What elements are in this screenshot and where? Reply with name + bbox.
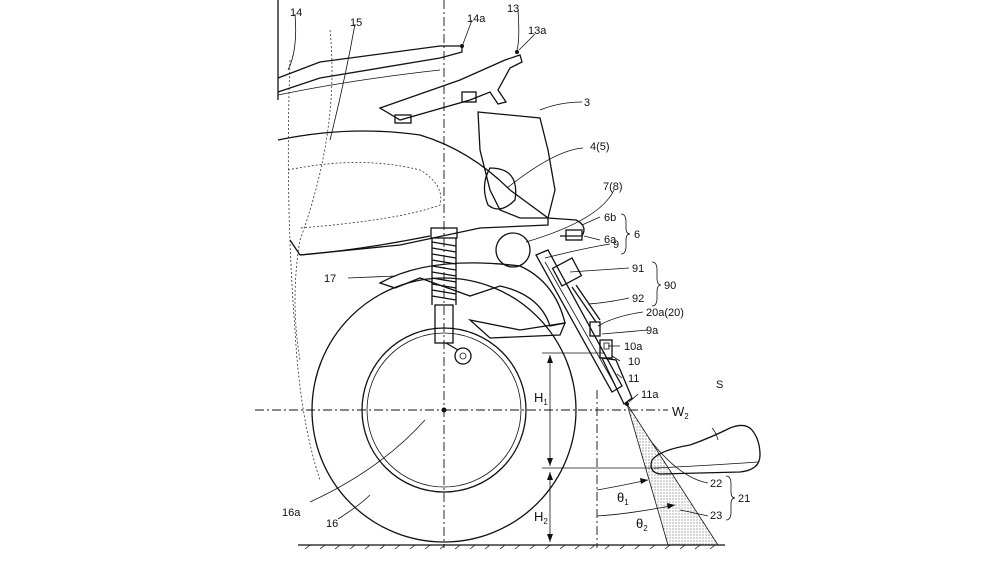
label-7-8: 7(8) <box>603 181 623 193</box>
label-14: 14 <box>290 7 302 19</box>
point-11a <box>625 402 629 406</box>
suspension-spring <box>431 228 471 364</box>
label-92: 92 <box>632 293 644 305</box>
point-13a <box>515 50 519 54</box>
bracket-92-edge <box>576 285 600 320</box>
fender-lower-bracket <box>470 320 565 338</box>
bracket-91 <box>553 258 582 286</box>
label-90: 90 <box>664 280 676 292</box>
h2-arrow-up <box>547 472 553 480</box>
label-13a: 13a <box>528 25 547 37</box>
turn-signal-6a <box>566 230 582 240</box>
label-17: 17 <box>324 273 336 285</box>
label-11a: 11a <box>641 389 659 401</box>
label-15: 15 <box>350 17 362 29</box>
body-cowl-lower <box>290 236 430 255</box>
label-16: 16 <box>326 518 338 530</box>
label-W2: W2 <box>672 404 689 421</box>
lamp-7-8 <box>496 233 530 267</box>
headlight-housing <box>478 112 555 218</box>
label-22: 22 <box>710 478 722 490</box>
h2-arrow-down <box>547 534 553 542</box>
h1-arrow-down <box>547 458 553 466</box>
point-14a <box>460 44 464 48</box>
label-6: 6 <box>634 229 640 241</box>
label-4-5: 4(5) <box>590 141 610 153</box>
brace-21 <box>726 476 735 520</box>
label-S: S <box>716 379 723 391</box>
fuel-tank-outline <box>288 163 441 229</box>
body-cowl-upper <box>278 131 548 255</box>
label-H2: H2 <box>534 509 548 526</box>
seat-top <box>278 46 462 92</box>
seat-lower-line <box>278 70 440 95</box>
theta1-arc <box>597 480 648 490</box>
leg-shield-curve-outer <box>288 60 320 480</box>
label-H1: H1 <box>534 390 548 407</box>
label-20a-20: 20a(20) <box>646 307 684 319</box>
label-21: 21 <box>738 493 750 505</box>
label-11: 11 <box>628 373 639 385</box>
axle-center-point <box>442 408 447 413</box>
brace-6 <box>621 214 630 254</box>
theta1-arrow <box>640 478 648 484</box>
stay-inner-line <box>545 262 615 385</box>
label-9a: 9a <box>646 325 659 337</box>
label-9: 9 <box>613 239 619 251</box>
label-3: 3 <box>584 97 590 109</box>
label-14a: 14a <box>467 13 486 25</box>
label-theta2: θ2 <box>636 516 648 533</box>
shoe-sole-line <box>654 462 758 468</box>
h1-arrow-up <box>547 355 553 363</box>
label-91: 91 <box>632 263 644 275</box>
label-23: 23 <box>710 510 722 522</box>
label-10: 10 <box>628 356 640 368</box>
label-6b: 6b <box>604 212 616 224</box>
label-13: 13 <box>507 3 519 15</box>
label-16a: 16a <box>282 507 301 519</box>
label-theta1: θ1 <box>617 490 629 507</box>
brace-90 <box>652 262 661 306</box>
label-10a: 10a <box>624 341 643 353</box>
